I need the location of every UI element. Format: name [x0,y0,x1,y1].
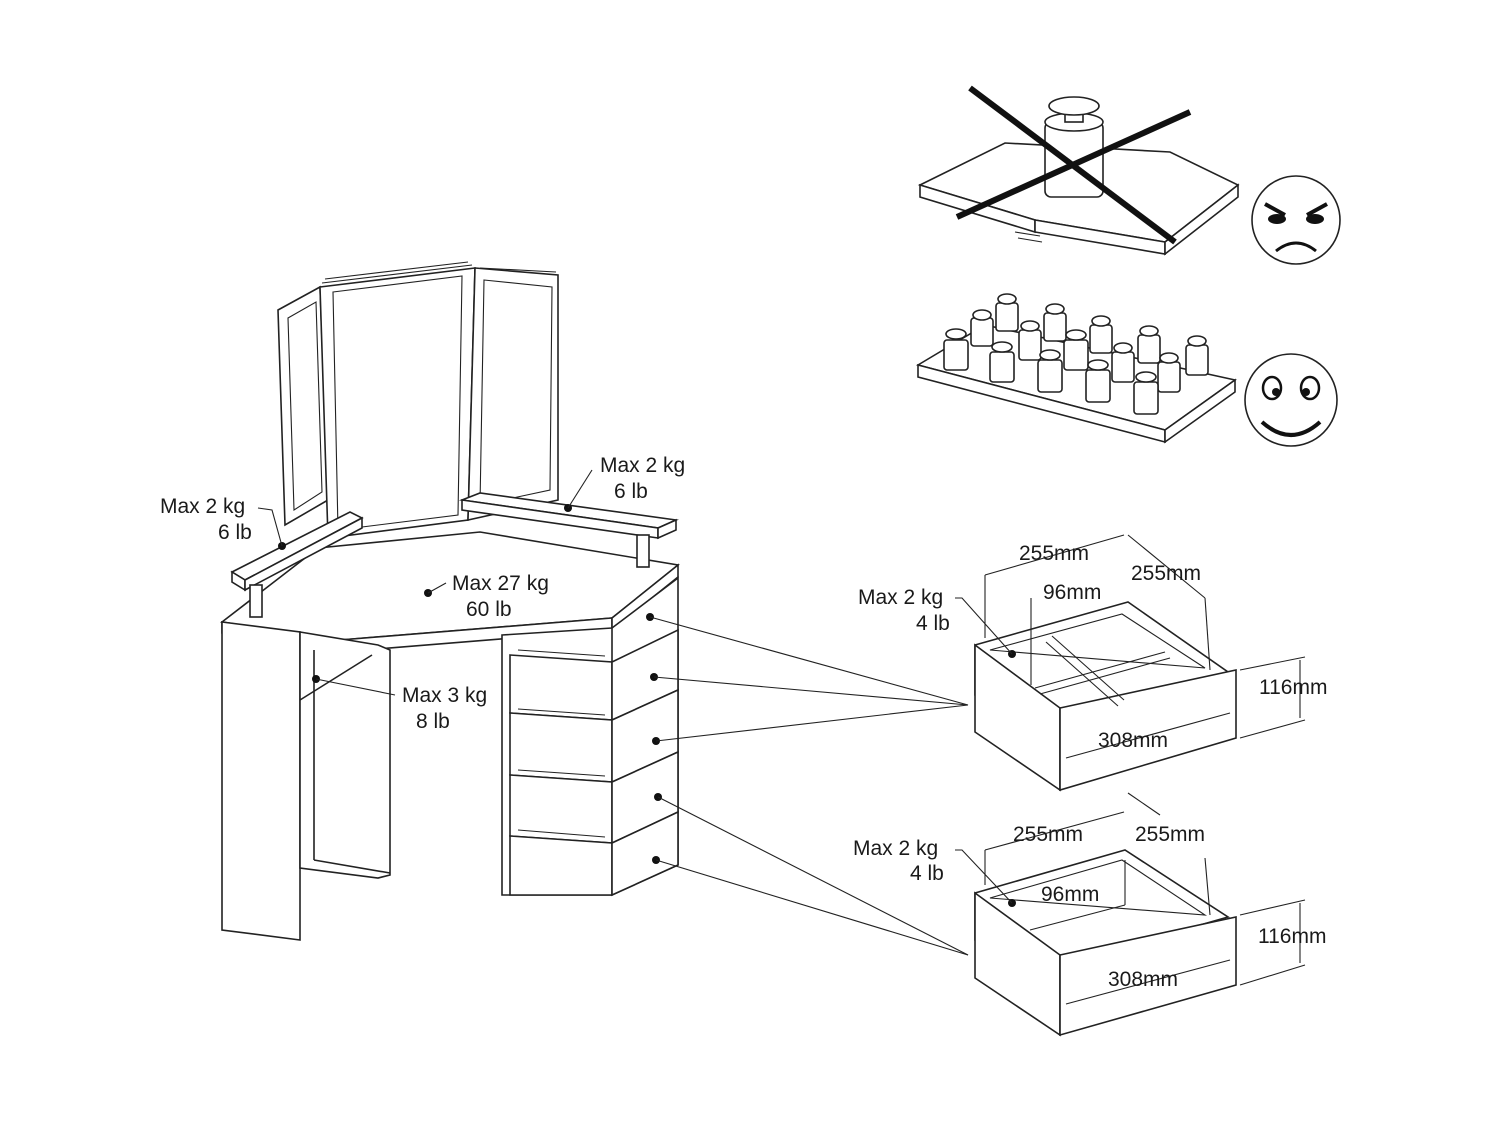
correct-load-shelf [915,293,1237,444]
drawer-divided-max: Max 2 kg [858,586,943,609]
left-small-shelf [230,511,364,618]
drawer-divided-width-b: 255mm [1131,562,1201,585]
left-shelf-max: Max 2 kg [160,495,245,518]
drawer-divided-inner: 96mm [1043,581,1101,604]
drawer-divided-width-a: 255mm [1019,542,1089,565]
right-shelf-max: Max 2 kg [600,454,685,477]
drawer-divided [955,534,1306,792]
drawer-open-width-a: 255mm [1013,823,1083,846]
mirror-center [319,261,476,539]
drawer-divided-height: 116mm [1259,676,1327,699]
drawer-open-height: 116mm [1258,925,1326,948]
drawer-divided-lb: 4 lb [916,612,950,635]
drawer-open-inner: 96mm [1041,883,1099,906]
lower-shelf-max: Max 3 kg [402,684,487,707]
right-shelf-lb: 6 lb [614,480,648,503]
small-weights-icon [943,293,1209,415]
mirror-right [467,267,559,522]
lower-shelf-lb: 8 lb [416,710,450,733]
drawer-open-front: 308mm [1108,968,1178,991]
drawer-open [955,792,1306,1037]
left-side-panel [221,621,391,941]
top-max: Max 27 kg [452,572,549,595]
vanity-table [220,261,969,956]
drawer-open-max: Max 2 kg [853,837,938,860]
angry-face-icon [1251,175,1341,265]
drawer-unit [501,576,679,897]
incorrect-load-shelf [917,85,1240,256]
left-shelf-lb: 6 lb [218,521,252,544]
drawer-open-width-b: 255mm [1135,823,1205,846]
drawer-divided-front: 308mm [1098,729,1168,752]
happy-face-icon [1244,353,1338,447]
drawer-open-lb: 4 lb [910,862,944,885]
heavy-weight-icon [1044,96,1104,198]
top-lb: 60 lb [466,598,512,621]
